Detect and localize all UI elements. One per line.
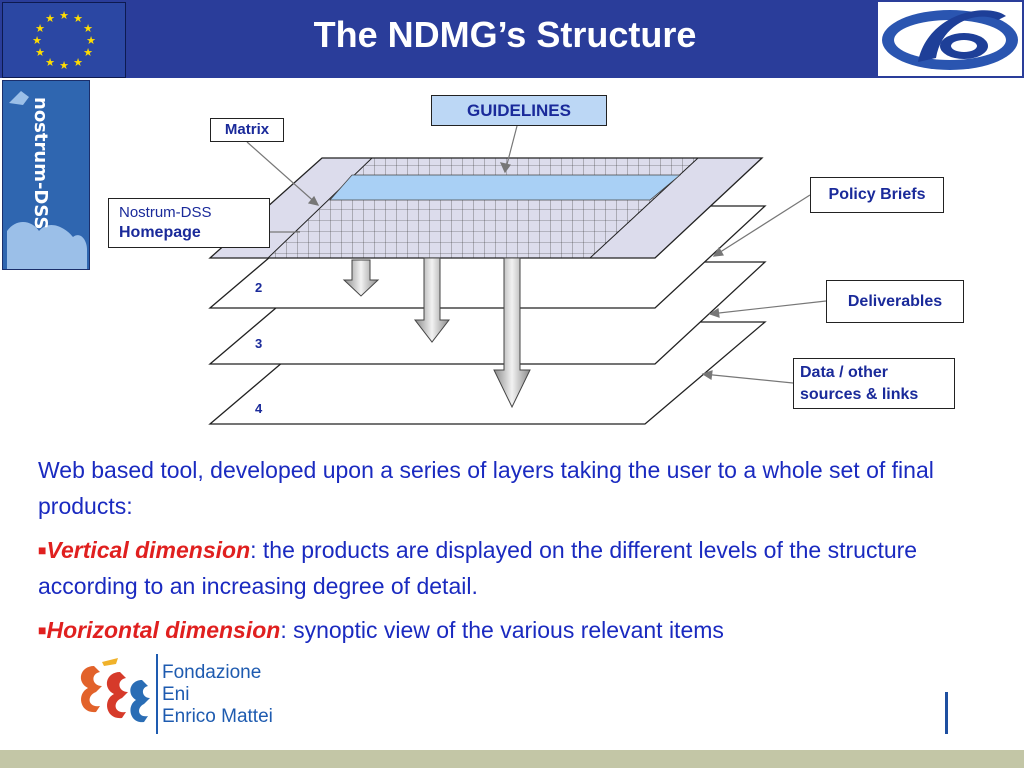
- layer-number-4: 4: [255, 401, 263, 416]
- footer-org-line1: Fondazione: [162, 662, 262, 683]
- data-sources-line1: Data / other: [800, 364, 889, 381]
- svg-text:★: ★: [83, 46, 93, 59]
- bullet-vertical: ■Vertical dimension: the products are di…: [38, 532, 978, 604]
- right-accent-bar: [945, 692, 948, 734]
- bullet-text: : synoptic view of the various relevant …: [280, 617, 724, 643]
- svg-text:★: ★: [59, 59, 69, 72]
- fp6-logo-icon: [878, 2, 1022, 76]
- feem-logo-icon: [72, 654, 162, 734]
- svg-text:★: ★: [59, 9, 69, 22]
- data-sources-label: Data / other sources & links: [793, 358, 955, 409]
- down-arrow-short: [342, 259, 380, 297]
- layer-number-3: 3: [255, 336, 263, 351]
- svg-text:★: ★: [73, 56, 83, 69]
- svg-text:★: ★: [32, 34, 42, 47]
- bullet-text: : the products are displayed on the diff…: [38, 537, 918, 599]
- data-sources-line2: sources & links: [800, 386, 919, 403]
- down-arrow-long: [493, 257, 531, 409]
- bullet-square-icon: ■: [38, 622, 47, 638]
- layer-number-2: 2: [255, 280, 263, 295]
- svg-text:★: ★: [45, 12, 55, 25]
- deliverables-label: Deliverables: [826, 280, 964, 323]
- bullet-square-icon: ■: [38, 542, 47, 558]
- svg-text:★: ★: [83, 22, 93, 35]
- guidelines-band: [329, 174, 682, 201]
- footer-org-name: Fondazione Eni Enrico Mattei: [162, 662, 273, 728]
- nostrum-dss-logo-icon: nostrum-DSS: [2, 80, 90, 270]
- bullet-term: Vertical dimension: [46, 537, 251, 563]
- policy-briefs-label: Policy Briefs: [810, 177, 944, 213]
- header-bar: [0, 0, 1024, 78]
- matrix-label: Matrix: [210, 118, 284, 142]
- svg-text:★: ★: [35, 22, 45, 35]
- svg-text:★: ★: [35, 46, 45, 59]
- homepage-label-line1: Nostrum-DSS: [119, 204, 212, 221]
- svg-text:★: ★: [73, 12, 83, 25]
- guidelines-label: GUIDELINES: [431, 95, 607, 126]
- footer-band: [0, 750, 1024, 768]
- layer-diagram: [208, 125, 827, 425]
- homepage-label-box: Nostrum-DSS Homepage: [108, 198, 270, 248]
- bullet-horizontal: ■Horizontal dimension: synoptic view of …: [38, 612, 978, 648]
- bullet-term: Horizontal dimension: [46, 617, 281, 643]
- footer-org-line3: Enrico Mattei: [162, 706, 273, 727]
- page-title: The NDMG’s Structure: [313, 14, 697, 55]
- svg-text:★: ★: [45, 56, 55, 69]
- intro-paragraph: Web based tool, developed upon a series …: [38, 457, 934, 519]
- footer-org-line2: Eni: [162, 684, 190, 705]
- nostrum-logo-text: nostrum-DSS: [30, 97, 51, 229]
- footer-divider: [156, 654, 158, 734]
- body-text: Web based tool, developed upon a series …: [38, 452, 978, 656]
- svg-text:★: ★: [86, 34, 96, 47]
- homepage-label-line2: Homepage: [119, 224, 201, 241]
- down-arrow-medium: [413, 257, 451, 343]
- eu-flag-icon: ★★★ ★★★ ★★★ ★★★: [2, 2, 126, 78]
